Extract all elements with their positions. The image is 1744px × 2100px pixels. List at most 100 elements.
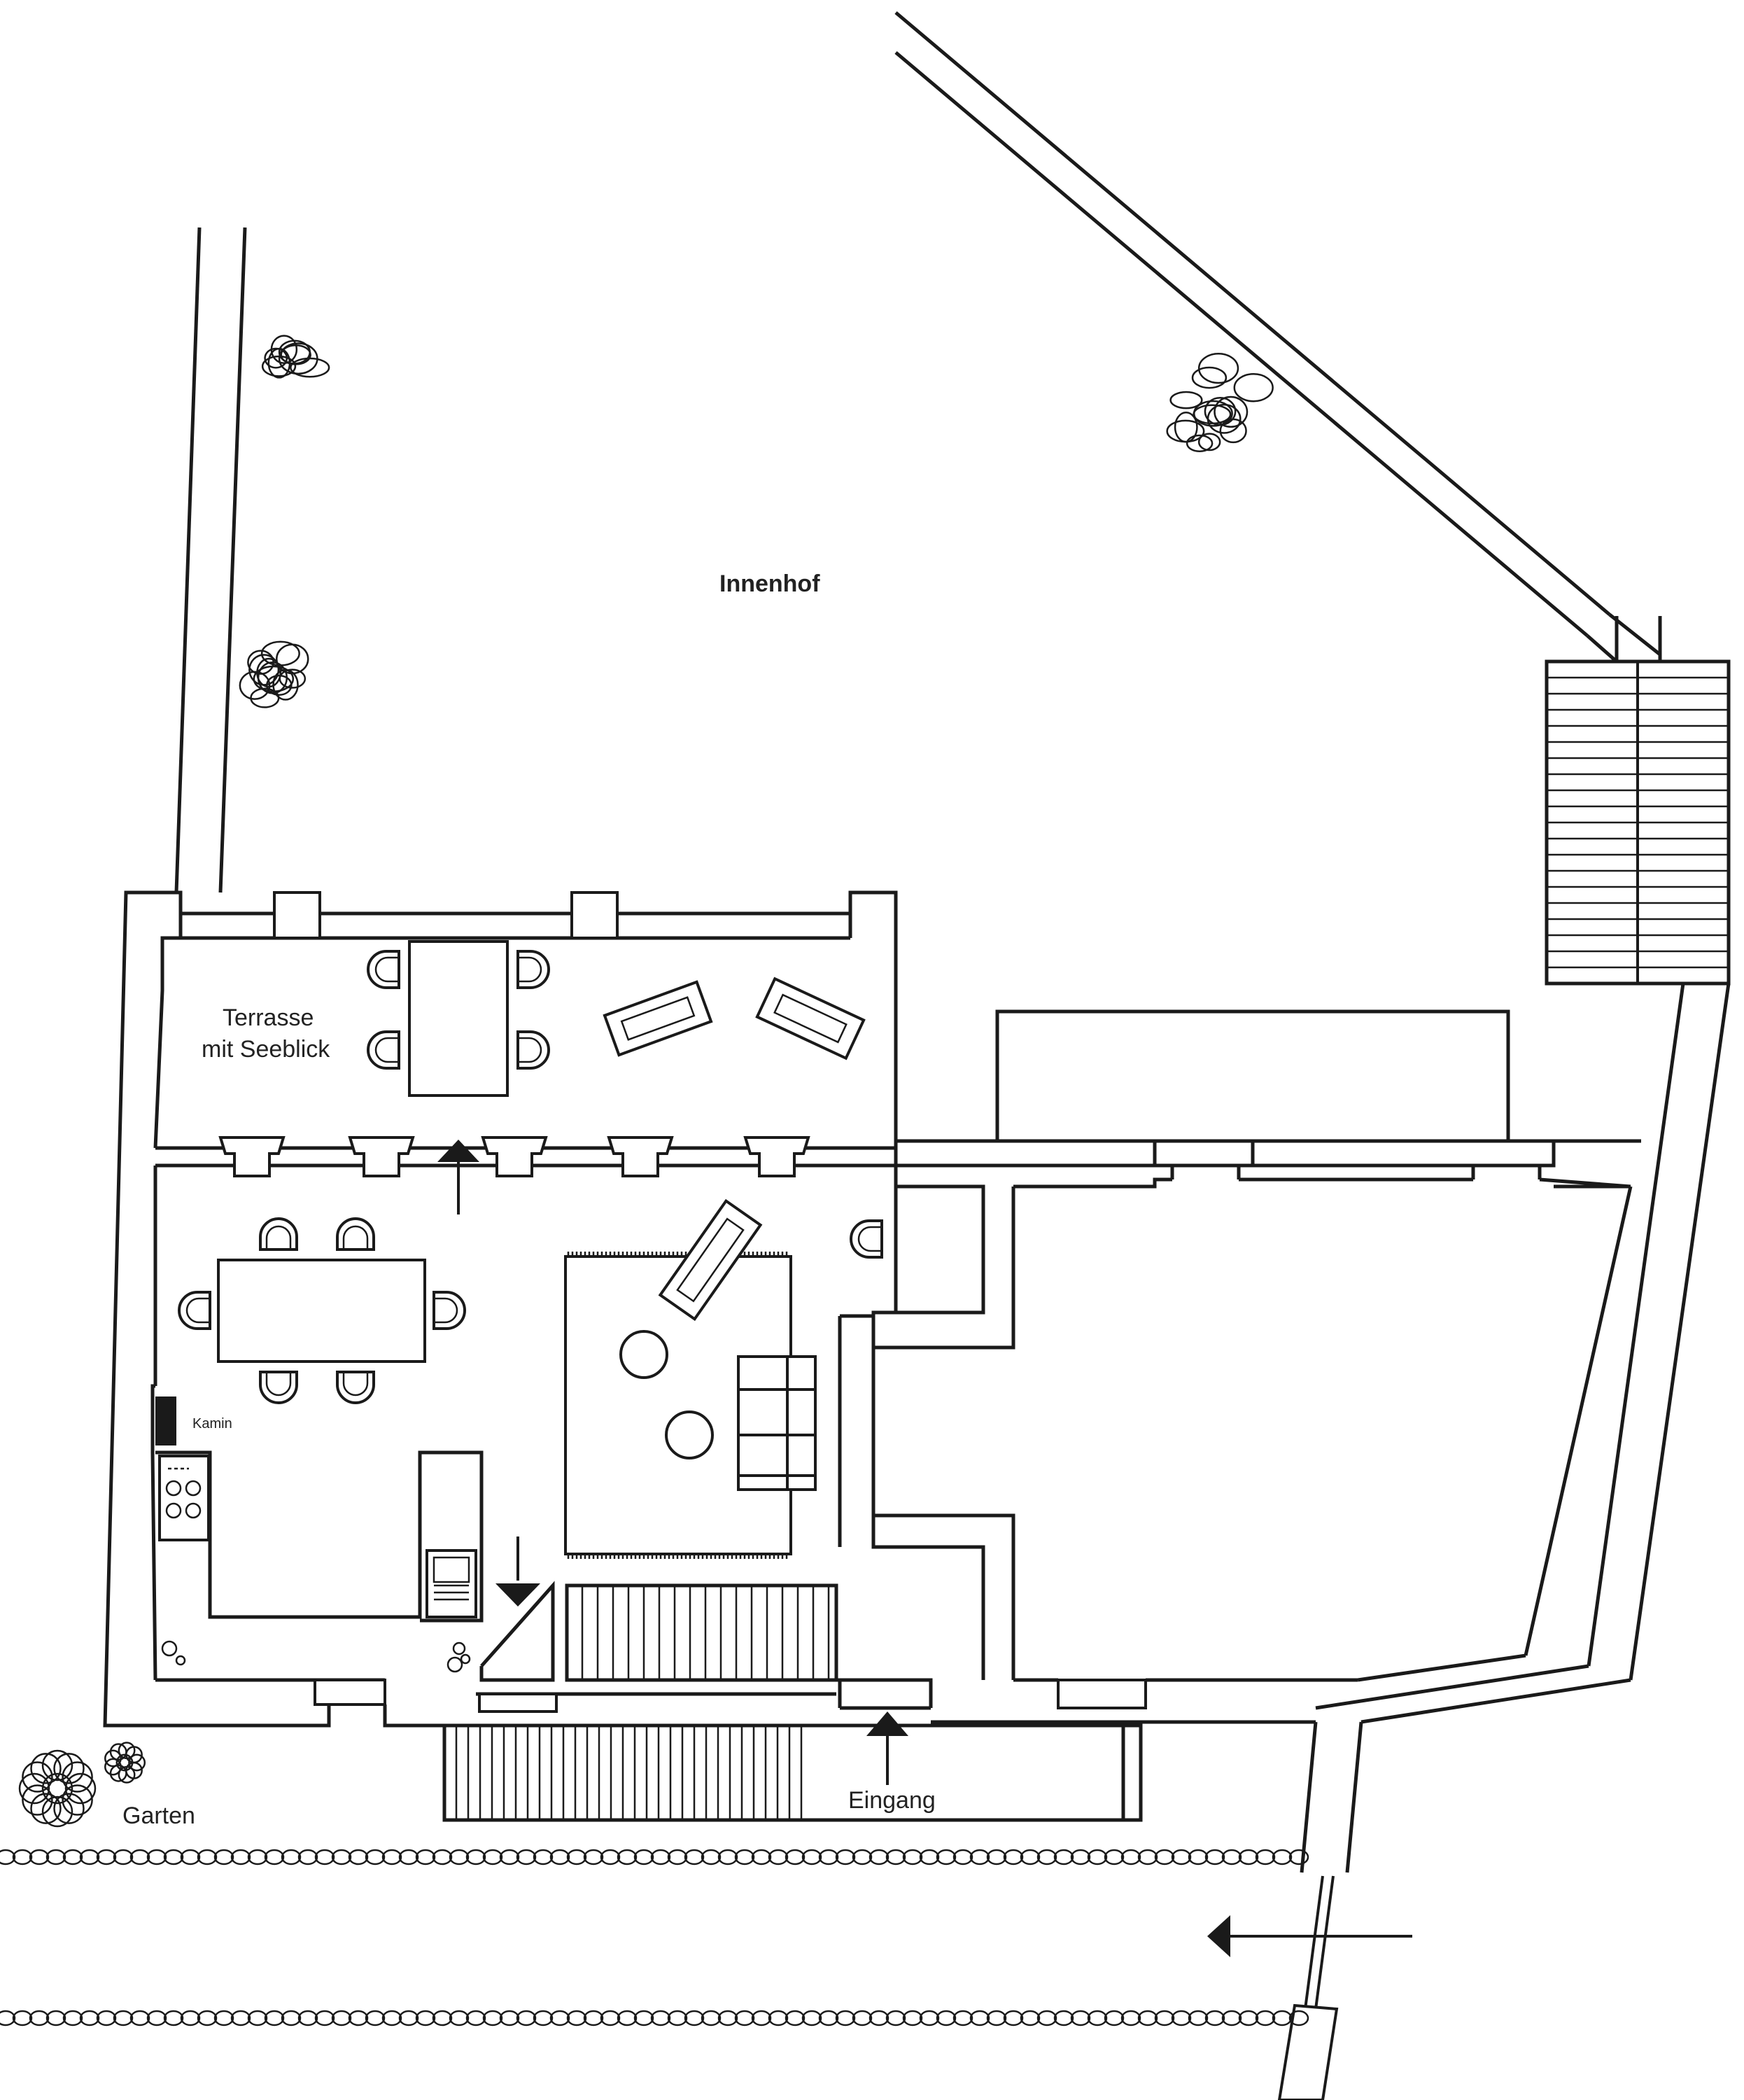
fireplace-label: Kamin — [192, 1416, 232, 1432]
hedge-loop — [129, 1849, 150, 1865]
hedge-loop — [583, 1849, 604, 1865]
hedge-loop — [617, 2010, 638, 2026]
hedge-loop — [650, 2010, 671, 2026]
hedge-loop — [0, 2010, 16, 2026]
hedge-loop — [297, 2010, 318, 2026]
hedge-loop — [566, 1849, 587, 1865]
hedge-loop — [0, 1849, 16, 1865]
bush-leaf — [64, 1772, 97, 1805]
hedge-loop — [45, 1849, 66, 1865]
hedge-loop — [1020, 1849, 1041, 1865]
hedge-loop — [12, 1849, 33, 1865]
hedge-loop — [432, 1849, 453, 1865]
hedge-loop — [717, 1849, 738, 1865]
chair-back — [265, 1372, 292, 1396]
chair-seat — [367, 1030, 400, 1070]
stone — [290, 357, 330, 378]
hedge-loop — [1204, 2010, 1225, 2026]
hedge-loop — [465, 2010, 486, 2026]
hedge-loop — [751, 1849, 772, 1865]
bush-leaf — [62, 1761, 93, 1793]
hedge-loop — [62, 2010, 83, 2026]
hedge-loop — [499, 1849, 520, 1865]
hedge-loop — [885, 2010, 906, 2026]
hedge-loop — [902, 1849, 923, 1865]
hedge-loop — [952, 1849, 973, 1865]
hedge-loop — [936, 1849, 957, 1865]
hedge-loop — [1255, 1849, 1276, 1865]
hedge-loop — [482, 2010, 503, 2026]
hedge-loop — [146, 2010, 167, 2026]
hedge-loop — [281, 2010, 302, 2026]
hedge-loop — [1104, 2010, 1125, 2026]
chair-back — [185, 1297, 210, 1324]
hedge-loop — [936, 2010, 957, 2026]
hedge-loop — [1053, 2010, 1074, 2026]
stone — [1233, 373, 1274, 402]
hedge-loop — [213, 1849, 234, 1865]
hedge-loop — [717, 2010, 738, 2026]
lounge-area — [564, 1198, 817, 1559]
hedge-loop — [1272, 1849, 1293, 1865]
hedge-loop — [734, 2010, 755, 2026]
chair-seat — [259, 1217, 298, 1251]
hedge-loop — [1087, 2010, 1108, 2026]
stone — [1186, 434, 1214, 452]
hedge-loop — [818, 2010, 839, 2026]
hedge-loop — [549, 2010, 570, 2026]
hedge-loop — [79, 2010, 100, 2026]
chair — [850, 1219, 883, 1259]
bush-leaf — [118, 1765, 136, 1784]
chair-back — [518, 956, 542, 983]
bush-leaf — [41, 1772, 73, 1805]
hedge-loop — [1003, 2010, 1024, 2026]
bush-leaf — [18, 1772, 50, 1805]
baluster — [218, 1136, 286, 1177]
hedge-loop — [516, 1849, 537, 1865]
hedge-loop — [785, 2010, 806, 2026]
hedge-loop — [617, 1849, 638, 1865]
bush-leaf — [30, 1793, 62, 1824]
entrance-stairs — [385, 1692, 1143, 1822]
chair-seat — [178, 1291, 211, 1330]
hedges — [0, 1849, 1309, 2026]
hedge-loop — [1288, 1849, 1309, 1865]
hedge-loop — [1070, 2010, 1091, 2026]
chair — [516, 1030, 550, 1070]
hedge-loop — [1036, 2010, 1057, 2026]
hedge-loop — [969, 2010, 990, 2026]
stone — [1197, 353, 1239, 384]
chair-back — [342, 1225, 369, 1250]
hedge-loop — [348, 1849, 369, 1865]
living-room — [103, 890, 883, 1728]
chair-back — [857, 1226, 882, 1252]
hedge-loop — [684, 2010, 705, 2026]
hedge-loop — [583, 2010, 604, 2026]
hedge-loop — [314, 2010, 335, 2026]
stone — [1191, 366, 1228, 389]
terrace-sublabel: mit Seeblick — [202, 1036, 330, 1063]
chair — [433, 1291, 466, 1330]
bush-leaf — [53, 1753, 85, 1784]
hedge-loop — [281, 1849, 302, 1865]
baluster — [607, 1136, 674, 1177]
hedge-loop — [852, 2010, 873, 2026]
hedge-loop — [1221, 1849, 1242, 1865]
hedge-loop — [768, 2010, 789, 2026]
baluster — [743, 1136, 810, 1177]
chair-seat — [850, 1219, 883, 1259]
hedge-loop — [331, 1849, 352, 1865]
stone-clusters — [239, 335, 1274, 708]
hedge-loop — [12, 2010, 33, 2026]
hedge-loop — [96, 2010, 117, 2026]
hedge-loop — [919, 2010, 940, 2026]
chair — [336, 1371, 375, 1404]
bush-leaf — [41, 1749, 73, 1782]
entrance-label: Eingang — [848, 1787, 936, 1814]
hedge-loop — [96, 1849, 117, 1865]
garden-label: Garten — [122, 1802, 195, 1829]
bush-leaf — [104, 1749, 122, 1768]
hedge-loop — [1188, 1849, 1209, 1865]
hedge-loop — [482, 1849, 503, 1865]
chair — [259, 1371, 298, 1404]
